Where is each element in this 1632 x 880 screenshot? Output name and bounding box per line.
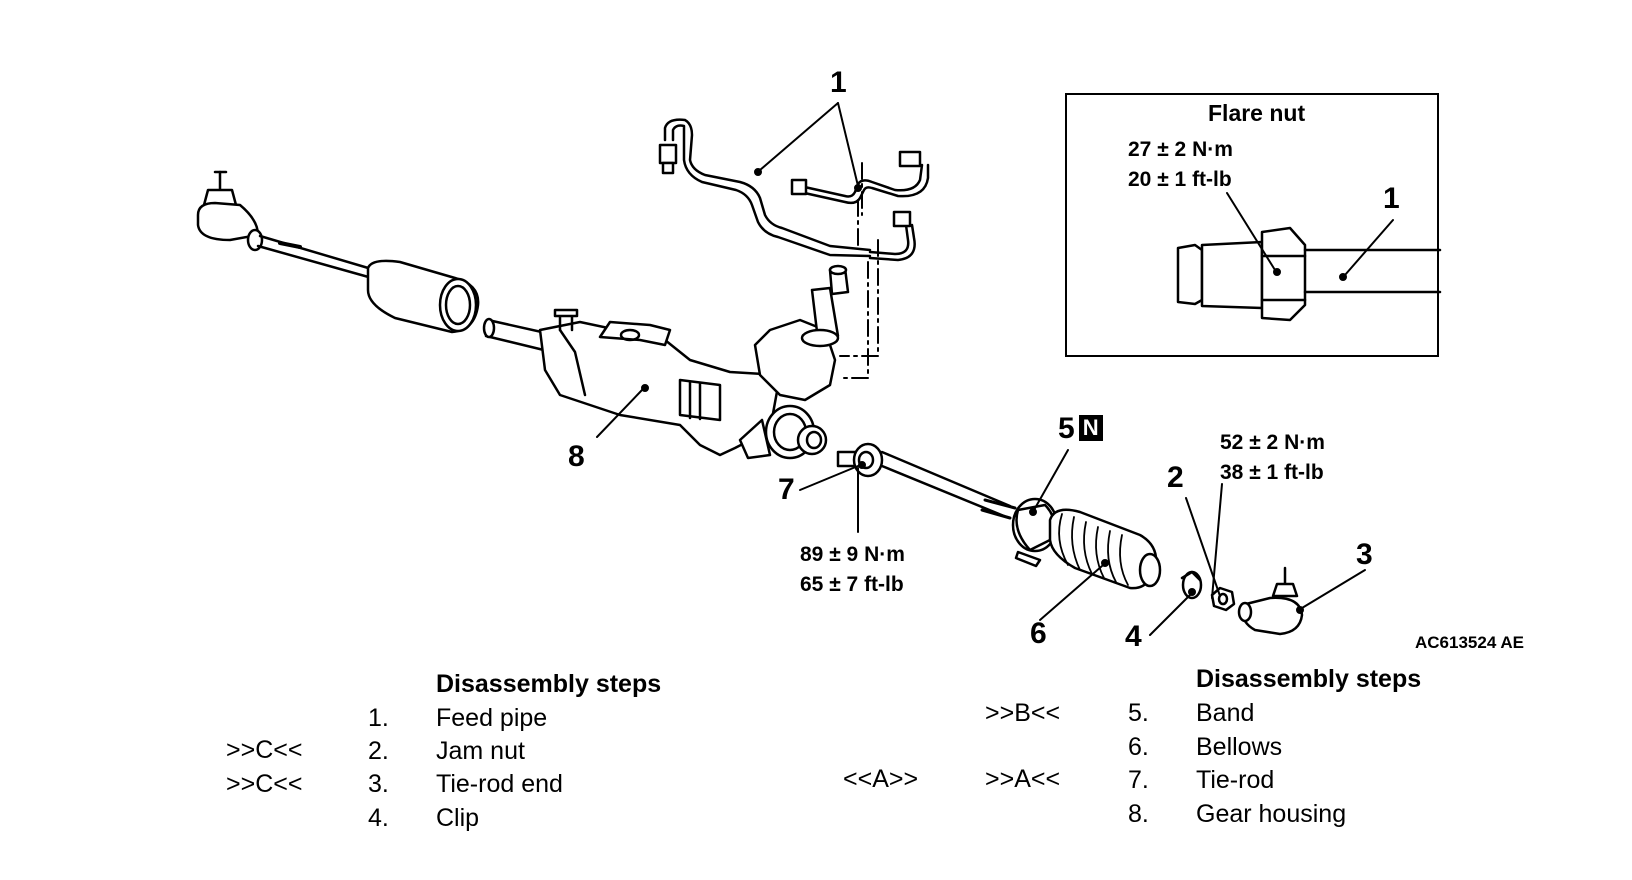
step-3-name: Tie-rod end <box>436 770 563 798</box>
inset-torque-ftlb: 20 ± 1 ft-lb <box>1128 168 1232 191</box>
step-6-name: Bellows <box>1196 733 1283 761</box>
callout-2: 2 <box>1167 461 1184 494</box>
right-tie-rod <box>836 442 1017 520</box>
feed-pipes <box>658 118 930 379</box>
flare-nut-inset-drawing <box>1176 226 1442 322</box>
step-5-name: Band <box>1196 699 1255 727</box>
new-part-badge: N <box>1078 415 1103 441</box>
step-3-num: 3. <box>368 770 389 798</box>
step-1-num: 1. <box>368 704 389 732</box>
callout-4: 4 <box>1125 620 1142 653</box>
flare-nut-inset <box>1065 93 1439 357</box>
tie-rod-torque-ftlb: 65 ± 7 ft-lb <box>800 573 904 596</box>
tie-rod-end-torque-nm: 52 ± 2 N·m <box>1220 431 1325 454</box>
inset-torque-nm: 27 ± 2 N·m <box>1128 138 1233 161</box>
figure-code: AC613524 AE <box>1415 633 1524 652</box>
step-7-num: 7. <box>1128 766 1149 794</box>
left-bellows <box>366 259 480 334</box>
callout-7: 7 <box>778 473 795 506</box>
clip <box>1180 570 1203 600</box>
step-7-install-ref: <<A>> <box>843 765 919 793</box>
step-2-num: 2. <box>368 737 389 765</box>
right-bellows <box>1048 508 1162 590</box>
step-5-ref: >>B<< <box>985 699 1061 727</box>
steps-right-heading: Disassembly steps <box>1196 665 1422 693</box>
tie-rod-torque-nm: 89 ± 9 N·m <box>800 543 905 566</box>
step-6-num: 6. <box>1128 733 1149 761</box>
step-3-ref: >>C<< <box>226 770 303 798</box>
step-1-name: Feed pipe <box>436 704 548 732</box>
left-tie-rod <box>256 234 377 280</box>
step-5-num: 5. <box>1128 699 1149 727</box>
step-2-ref: >>C<< <box>226 736 303 764</box>
step-8-name: Gear housing <box>1196 800 1347 828</box>
inset-title: Flare nut <box>1208 100 1306 126</box>
leader-lines <box>596 102 1394 636</box>
tie-rod-end-torque-ftlb: 38 ± 1 ft-lb <box>1220 461 1324 484</box>
callout-1: 1 <box>830 66 847 99</box>
jam-nut <box>1210 586 1236 612</box>
callout-6: 6 <box>1030 617 1047 650</box>
right-tie-rod-end <box>1237 566 1304 636</box>
gear-housing <box>538 264 850 460</box>
callout-3: 3 <box>1356 538 1373 571</box>
step-4-name: Clip <box>436 804 480 832</box>
callout-8: 8 <box>568 440 585 473</box>
step-2-name: Jam nut <box>436 737 525 765</box>
inset-callout-1: 1 <box>1383 182 1400 215</box>
step-7-name: Tie-rod <box>1196 766 1275 794</box>
step-4-num: 4. <box>368 804 389 832</box>
steps-left-heading: Disassembly steps <box>436 670 662 698</box>
left-tie-rod-end <box>196 170 264 252</box>
step-8-num: 8. <box>1128 800 1149 828</box>
step-7-ref: >>A<< <box>985 765 1061 793</box>
